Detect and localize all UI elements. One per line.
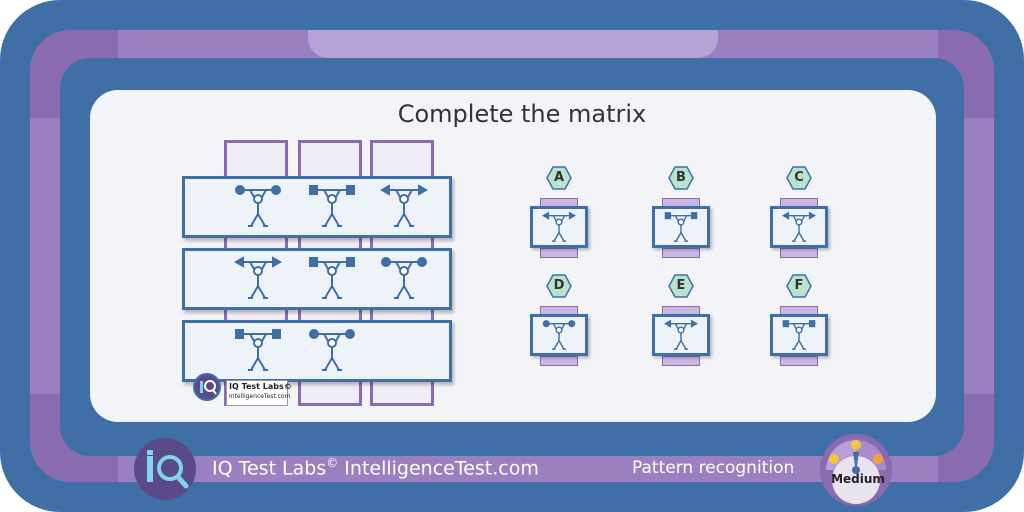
matrix-cell-figure — [379, 182, 429, 234]
option-figure — [782, 211, 816, 242]
watermark-card — [226, 380, 288, 406]
option-badge-icon — [786, 274, 812, 298]
option-figure — [664, 212, 698, 242]
option-badge-icon — [546, 166, 572, 190]
footer-category: Pattern recognition — [632, 458, 795, 478]
watermark-name: IQ Test Labs© — [229, 382, 292, 391]
frame-band-left — [30, 118, 60, 394]
option-box[interactable] — [770, 206, 828, 248]
option-tab-bottom — [780, 356, 818, 366]
option-box[interactable] — [652, 314, 710, 356]
option-badge-icon — [668, 166, 694, 190]
option-figure — [664, 319, 698, 350]
difficulty-label: Medium — [831, 472, 885, 486]
difficulty-gauge-icon — [820, 434, 892, 506]
option-letter: A — [553, 170, 565, 185]
option-tab-bottom — [662, 248, 700, 258]
option-tab-bottom — [540, 356, 578, 366]
matrix-cell-figure — [380, 254, 428, 306]
option-box[interactable] — [530, 314, 588, 356]
footer-brand-line: IQ Test Labs© IntelligenceTest.com — [212, 456, 539, 479]
option-figure — [542, 211, 576, 242]
option-box[interactable] — [770, 314, 828, 356]
frame-band-right — [964, 118, 994, 394]
iq-logo-icon — [134, 438, 196, 500]
matrix-cell-figure — [308, 326, 356, 378]
watermark-site: IntelligenceTest.com — [229, 393, 291, 400]
watermark-logo-icon — [193, 373, 221, 401]
matrix-cell-figure — [234, 182, 282, 234]
matrix-cell-figure — [234, 326, 282, 378]
frame-band-bottom — [118, 456, 938, 482]
footer-site[interactable]: IntelligenceTest.com — [344, 457, 539, 480]
option-letter: F — [794, 278, 804, 293]
option-box[interactable] — [652, 206, 710, 248]
option-tab-bottom — [540, 248, 578, 258]
puzzle-title: Complete the matrix — [397, 100, 647, 128]
option-badge-icon — [668, 274, 694, 298]
option-box[interactable] — [530, 206, 588, 248]
option-letter: C — [794, 170, 804, 185]
matrix-cell-figure — [308, 254, 356, 306]
option-figure — [782, 320, 816, 350]
footer-copyright: © — [326, 456, 339, 470]
option-figure — [542, 320, 576, 350]
option-tab-bottom — [780, 248, 818, 258]
option-tab-bottom — [662, 356, 700, 366]
option-letter: B — [676, 170, 686, 185]
option-letter: D — [553, 278, 565, 293]
option-badge-icon — [786, 166, 812, 190]
matrix-cell-figure — [308, 182, 356, 234]
frame-band-highlight — [308, 30, 718, 58]
matrix-cell-figure — [233, 254, 283, 306]
footer-brand: IQ Test Labs — [212, 457, 327, 480]
option-badge-icon — [546, 274, 572, 298]
option-letter: E — [676, 278, 686, 293]
